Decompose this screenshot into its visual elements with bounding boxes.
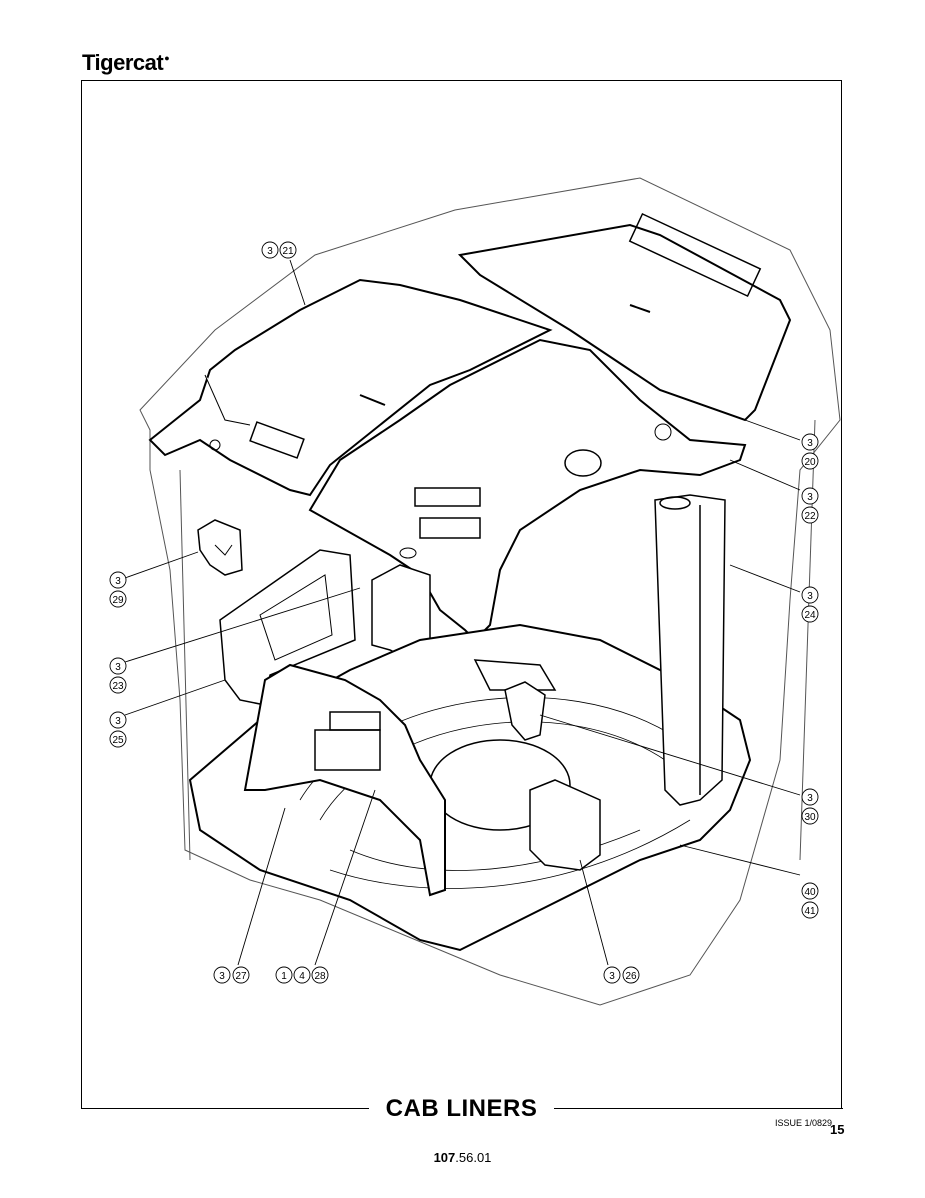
callout-3-30-b: 30 (804, 812, 816, 823)
doc-number-bold: 107 (433, 1150, 456, 1165)
document-number: 107.56.01 (0, 1150, 925, 1165)
callout-3-29-b: 29 (112, 595, 124, 606)
callout-40-41-a: 40 (804, 887, 816, 898)
callout-1-4-28: 1 4 28 (275, 966, 329, 984)
callout-1-4-28-a: 1 (281, 971, 287, 982)
pillar-liner-right (654, 494, 726, 806)
callout-1-4-28-c: 28 (314, 971, 326, 982)
callout-3-30: 3 30 (801, 788, 819, 825)
front-panel (243, 663, 446, 897)
callout-3-30-a: 3 (807, 793, 813, 804)
callout-3-20-b: 20 (804, 457, 816, 468)
side-panel-25 (219, 549, 356, 706)
callout-3-27-a: 3 (219, 971, 225, 982)
callout-3-25-b: 25 (112, 735, 124, 746)
callout-1-4-28-b: 4 (299, 971, 305, 982)
callout-40-41: 40 41 (801, 882, 819, 919)
callout-3-23: 3 23 (109, 657, 127, 694)
doc-number-rest: .56.01 (455, 1150, 492, 1165)
roof-liner-center (308, 338, 747, 642)
issue-label: ISSUE 1/0829 (775, 1118, 833, 1128)
callout-3-25-a: 3 (115, 716, 121, 727)
callout-3-27: 3 27 (213, 966, 250, 984)
callout-3-26-a: 3 (609, 971, 615, 982)
callout-3-20-a: 3 (807, 438, 813, 449)
callout-3-26-b: 26 (625, 971, 637, 982)
callout-3-22: 3 22 (801, 487, 819, 524)
brand-logo: Tigercat● (82, 50, 170, 76)
callout-3-26: 3 26 (603, 966, 640, 984)
callout-3-24-b: 24 (804, 610, 816, 621)
page-number: 15 (830, 1122, 845, 1137)
callout-3-23-b: 23 (112, 681, 124, 692)
registered-mark: ● (164, 53, 170, 63)
leader-lines (124, 259, 801, 966)
drawing-frame (81, 80, 842, 1109)
callout-3-20: 3 20 (801, 433, 819, 470)
callout-3-21-b: 21 (282, 246, 294, 257)
callout-3-29-a: 3 (115, 576, 121, 587)
roof-liner-right (457, 212, 792, 422)
frame-bottom-left (81, 1108, 369, 1109)
roof-liner-left (148, 278, 553, 497)
callout-3-25: 3 25 (109, 711, 127, 748)
callout-3-22-b: 22 (804, 511, 816, 522)
callout-3-27-b: 27 (235, 971, 247, 982)
callout-40-41-b: 41 (804, 906, 816, 917)
callout-3-23-a: 3 (115, 662, 121, 673)
callout-3-22-a: 3 (807, 492, 813, 503)
seat-box-26 (529, 779, 601, 871)
callout-3-24-a: 3 (807, 591, 813, 602)
bracket-30 (504, 681, 546, 741)
callout-3-21-a: 3 (267, 246, 273, 257)
bracket-29 (197, 519, 243, 576)
callout-3-24: 3 24 (801, 586, 819, 623)
callout-3-29: 3 29 (109, 571, 127, 608)
page-title: CAB LINERS (385, 1095, 538, 1122)
frame-bottom-right (554, 1108, 843, 1109)
brand-name: Tigercat (82, 50, 164, 75)
callout-3-21: 3 21 (261, 241, 297, 259)
